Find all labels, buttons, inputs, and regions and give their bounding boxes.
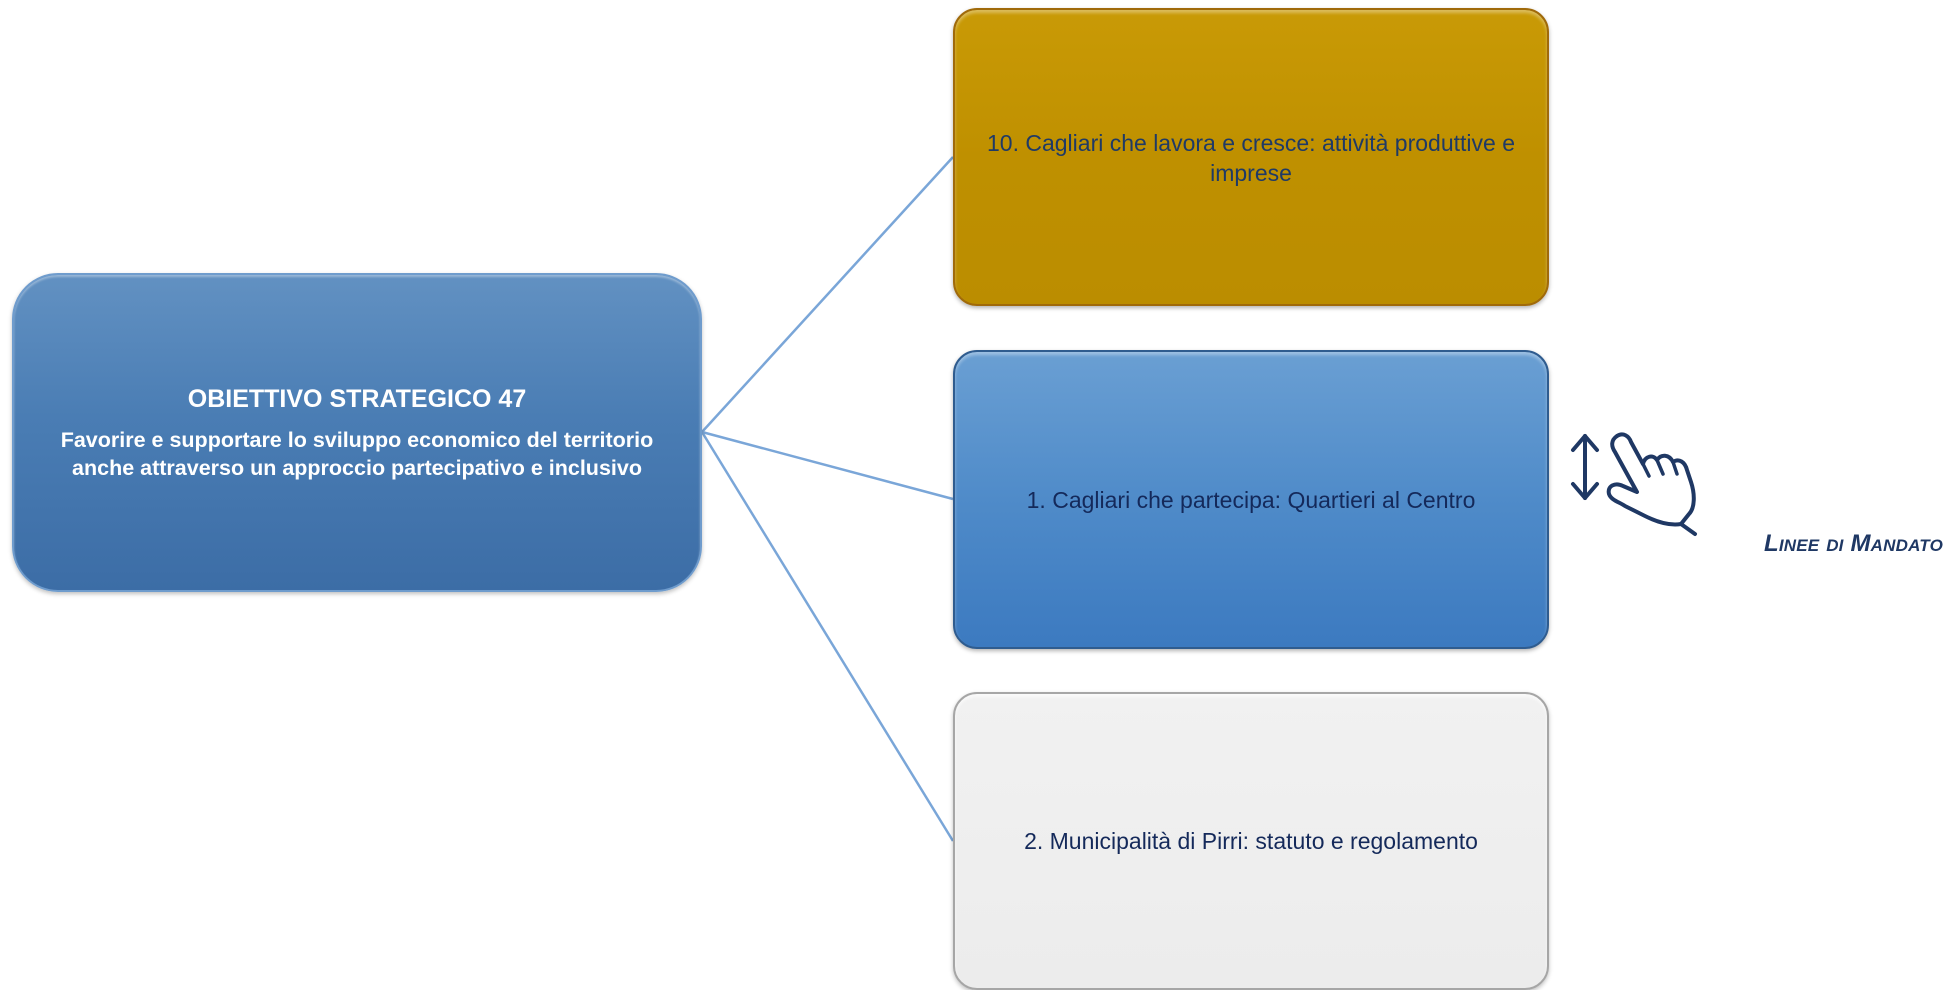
- strategic-objective-title: OBIETTIVO STRATEGICO 47: [187, 384, 527, 413]
- hand-scroll-icon[interactable]: [1565, 428, 1715, 538]
- linee-di-mandato-label[interactable]: Linee di Mandato: [1763, 530, 1943, 557]
- child-box-quartieri-al-centro[interactable]: 1. Cagliari che partecipa: Quartieri al …: [953, 350, 1549, 649]
- connector-to-child-2: [701, 430, 954, 501]
- child-box-label: 10. Cagliari che lavora e cresce: attivi…: [987, 130, 1515, 186]
- child-box-municipalita-pirri[interactable]: 2. Municipalità di Pirri: statuto e rego…: [953, 692, 1549, 990]
- child-box-label: 1. Cagliari che partecipa: Quartieri al …: [1026, 486, 1476, 513]
- strategic-objective-description: Favorire e supportare lo sviluppo econom…: [60, 427, 654, 480]
- connector-to-child-3: [700, 431, 955, 842]
- child-box-attivita-produttive[interactable]: 10. Cagliari che lavora e cresce: attivi…: [953, 8, 1549, 306]
- strategic-objective-box: OBIETTIVO STRATEGICO 47 Favorire e suppo…: [12, 273, 702, 592]
- child-box-label: 2. Municipalità di Pirri: statuto e rego…: [1024, 828, 1478, 854]
- connector-to-child-1: [701, 156, 954, 433]
